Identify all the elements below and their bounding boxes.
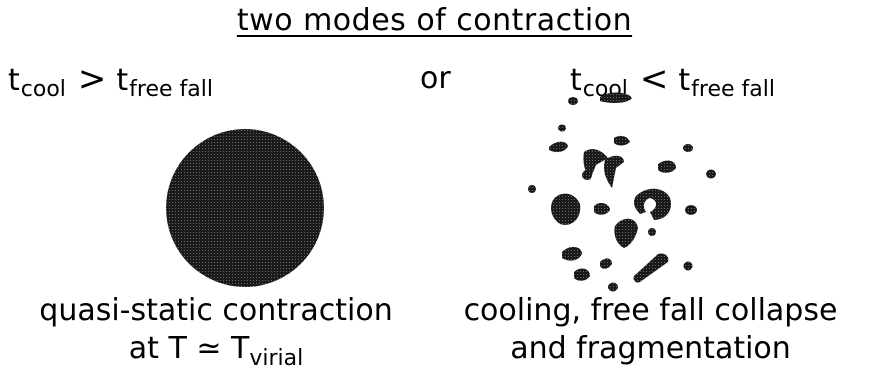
fragment — [528, 185, 536, 193]
fragment — [684, 262, 693, 271]
left-caption: quasi-static contraction at T ≃ Tvirial — [0, 292, 432, 371]
right-caption-line1: cooling, free fall collapse — [432, 292, 869, 330]
fragment — [574, 269, 590, 281]
fragment — [594, 203, 610, 215]
fragment — [634, 189, 671, 220]
fragment — [600, 93, 632, 103]
fragment — [549, 142, 568, 152]
fragment-cloud — [528, 93, 716, 292]
fragment — [558, 125, 566, 132]
left-caption-line2-prefix: at T ≃ T — [129, 331, 250, 366]
right-caption-line2: and fragmentation — [432, 330, 869, 368]
fragment — [685, 205, 697, 215]
fragment — [582, 170, 592, 180]
left-caption-line1: quasi-static contraction — [0, 292, 432, 330]
fragment — [683, 144, 693, 152]
fragment — [604, 156, 624, 188]
fragment — [706, 170, 716, 179]
fragment — [608, 283, 618, 292]
fragment — [562, 247, 582, 261]
fragment — [614, 136, 630, 146]
fragment — [648, 228, 656, 236]
fragment — [600, 258, 612, 268]
left-caption-line2-sub: virial — [249, 346, 303, 371]
right-caption: cooling, free fall collapse and fragment… — [432, 292, 869, 368]
fragment — [614, 219, 638, 248]
fragment — [658, 161, 676, 173]
left-caption-line2: at T ≃ Tvirial — [0, 330, 432, 371]
fragment — [633, 253, 668, 282]
fragment — [551, 194, 580, 225]
homogeneous-sphere — [166, 129, 324, 287]
fragment — [568, 97, 578, 105]
